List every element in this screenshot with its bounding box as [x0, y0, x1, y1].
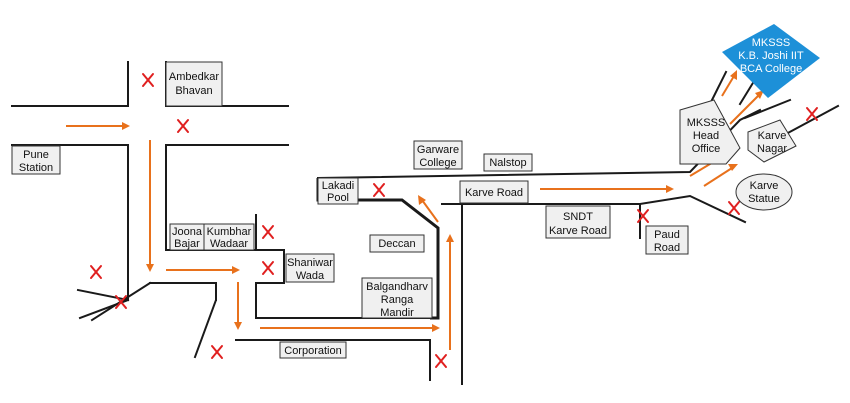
road-edge	[149, 282, 217, 359]
route-arrow	[234, 322, 242, 330]
blocked-marks	[90, 73, 818, 368]
blocked-x-icon	[262, 261, 274, 275]
blocked-x-icon	[806, 107, 818, 121]
road-edge	[743, 98, 792, 120]
landmark-label: Nagar	[757, 143, 787, 155]
landmark-label: Paud	[654, 229, 680, 241]
landmark-label: Karve Road	[549, 225, 607, 237]
destination-label: K.B. Joshi IIT	[738, 50, 804, 62]
landmark-label: Shaniwar	[287, 257, 333, 269]
landmark-label: SNDT	[563, 211, 593, 223]
landmark-garware-college: Garware College	[413, 140, 463, 170]
landmark-label: Office	[692, 143, 721, 155]
route-arrow	[730, 70, 737, 80]
route-arrow	[232, 266, 240, 274]
road-edge	[165, 144, 289, 251]
landmark-label: Pune	[23, 149, 49, 161]
landmark-deccan: Deccan	[369, 234, 425, 253]
destination-label: BCA College	[740, 63, 802, 75]
landmark-label: Corporation	[284, 345, 341, 357]
blocked-x-icon	[373, 183, 385, 197]
landmark-lakadi-pool: Lakadi Pool	[317, 177, 359, 205]
landmark-label: Balgandharv	[366, 281, 428, 293]
landmark-paud-road: Paud Road	[645, 225, 689, 255]
landmark-mksss-head-office: MKSSS Head Office	[679, 99, 741, 165]
blocked-x-icon	[211, 345, 223, 359]
landmark-label: Karve Road	[465, 187, 523, 199]
landmark-ambedkar-bhavan: Ambedkar Bhavan	[165, 61, 223, 107]
landmark-label: Garware	[417, 144, 459, 156]
road-edge	[235, 339, 431, 381]
landmark-label: College	[419, 157, 456, 169]
route-arrow	[728, 164, 738, 171]
landmark-label: Deccan	[378, 238, 415, 250]
landmark-label: Road	[654, 242, 680, 254]
landmark-label: MKSSS	[687, 117, 726, 129]
landmark-sndt: SNDT Karve Road	[545, 205, 611, 239]
landmark-label: Wadaar	[210, 238, 248, 250]
landmark-label: Station	[19, 162, 53, 174]
route-arrow	[446, 234, 454, 242]
blocked-x-icon	[435, 354, 447, 368]
route-arrow	[666, 185, 674, 193]
landmark-shaniwar-wada: Shaniwar Wada	[285, 253, 335, 283]
destination-mksss-college: MKSSS K.B. Joshi IIT BCA College	[722, 24, 820, 98]
landmark-label: Bhavan	[175, 85, 212, 97]
blocked-x-icon	[90, 265, 102, 279]
blocked-x-icon	[728, 201, 740, 215]
landmark-karve-nagar: Karve Nagar	[747, 119, 797, 163]
landmark-label: Lakadi	[322, 180, 354, 192]
road-edge	[459, 203, 463, 385]
landmark-balgandharv: Balgandharv Ranga Mandir	[361, 277, 433, 319]
landmark-joona-bajar: Joona Bajar	[169, 223, 205, 251]
landmark-label: Ranga	[381, 294, 414, 306]
landmark-karve-road: Karve Road	[459, 180, 529, 204]
road-edge	[255, 249, 431, 319]
landmark-kumbhar-wadaar: Kumbhar Wadaar	[203, 223, 255, 251]
landmark-label: Nalstop	[489, 157, 526, 169]
landmark-label: Pool	[327, 192, 349, 204]
road-edge	[11, 144, 129, 302]
landmark-label: Mandir	[380, 307, 414, 319]
landmark-label: Kumbhar	[207, 226, 252, 238]
landmark-nalstop: Nalstop	[483, 153, 533, 172]
landmark-karve-statue: Karve Statue	[735, 173, 793, 211]
blocked-x-icon	[637, 209, 649, 223]
landmark-label: Bajar	[174, 238, 200, 250]
landmark-label: Karve	[750, 180, 779, 192]
landmark-label: Head	[693, 130, 719, 142]
blocked-x-icon	[262, 225, 274, 239]
route-arrow	[755, 90, 764, 99]
road-edge	[11, 61, 129, 107]
landmark-label: Ambedkar	[169, 71, 219, 83]
landmark-label: Statue	[748, 193, 780, 205]
destination-label: MKSSS	[752, 37, 791, 49]
blocked-x-icon	[115, 295, 127, 309]
route-arrow	[418, 195, 426, 205]
landmark-pune-station: Pune Station	[11, 145, 61, 175]
route-arrow	[146, 264, 154, 272]
landmark-label: Wada	[296, 270, 325, 282]
landmark-label: Joona	[172, 226, 203, 238]
route-arrow	[432, 324, 440, 332]
landmark-corporation: Corporation	[279, 341, 347, 359]
route-arrow	[122, 122, 130, 130]
landmark-label: Karve	[758, 130, 787, 142]
road-edge	[638, 194, 747, 224]
blocked-x-icon	[177, 119, 189, 133]
blocked-x-icon	[142, 73, 154, 87]
